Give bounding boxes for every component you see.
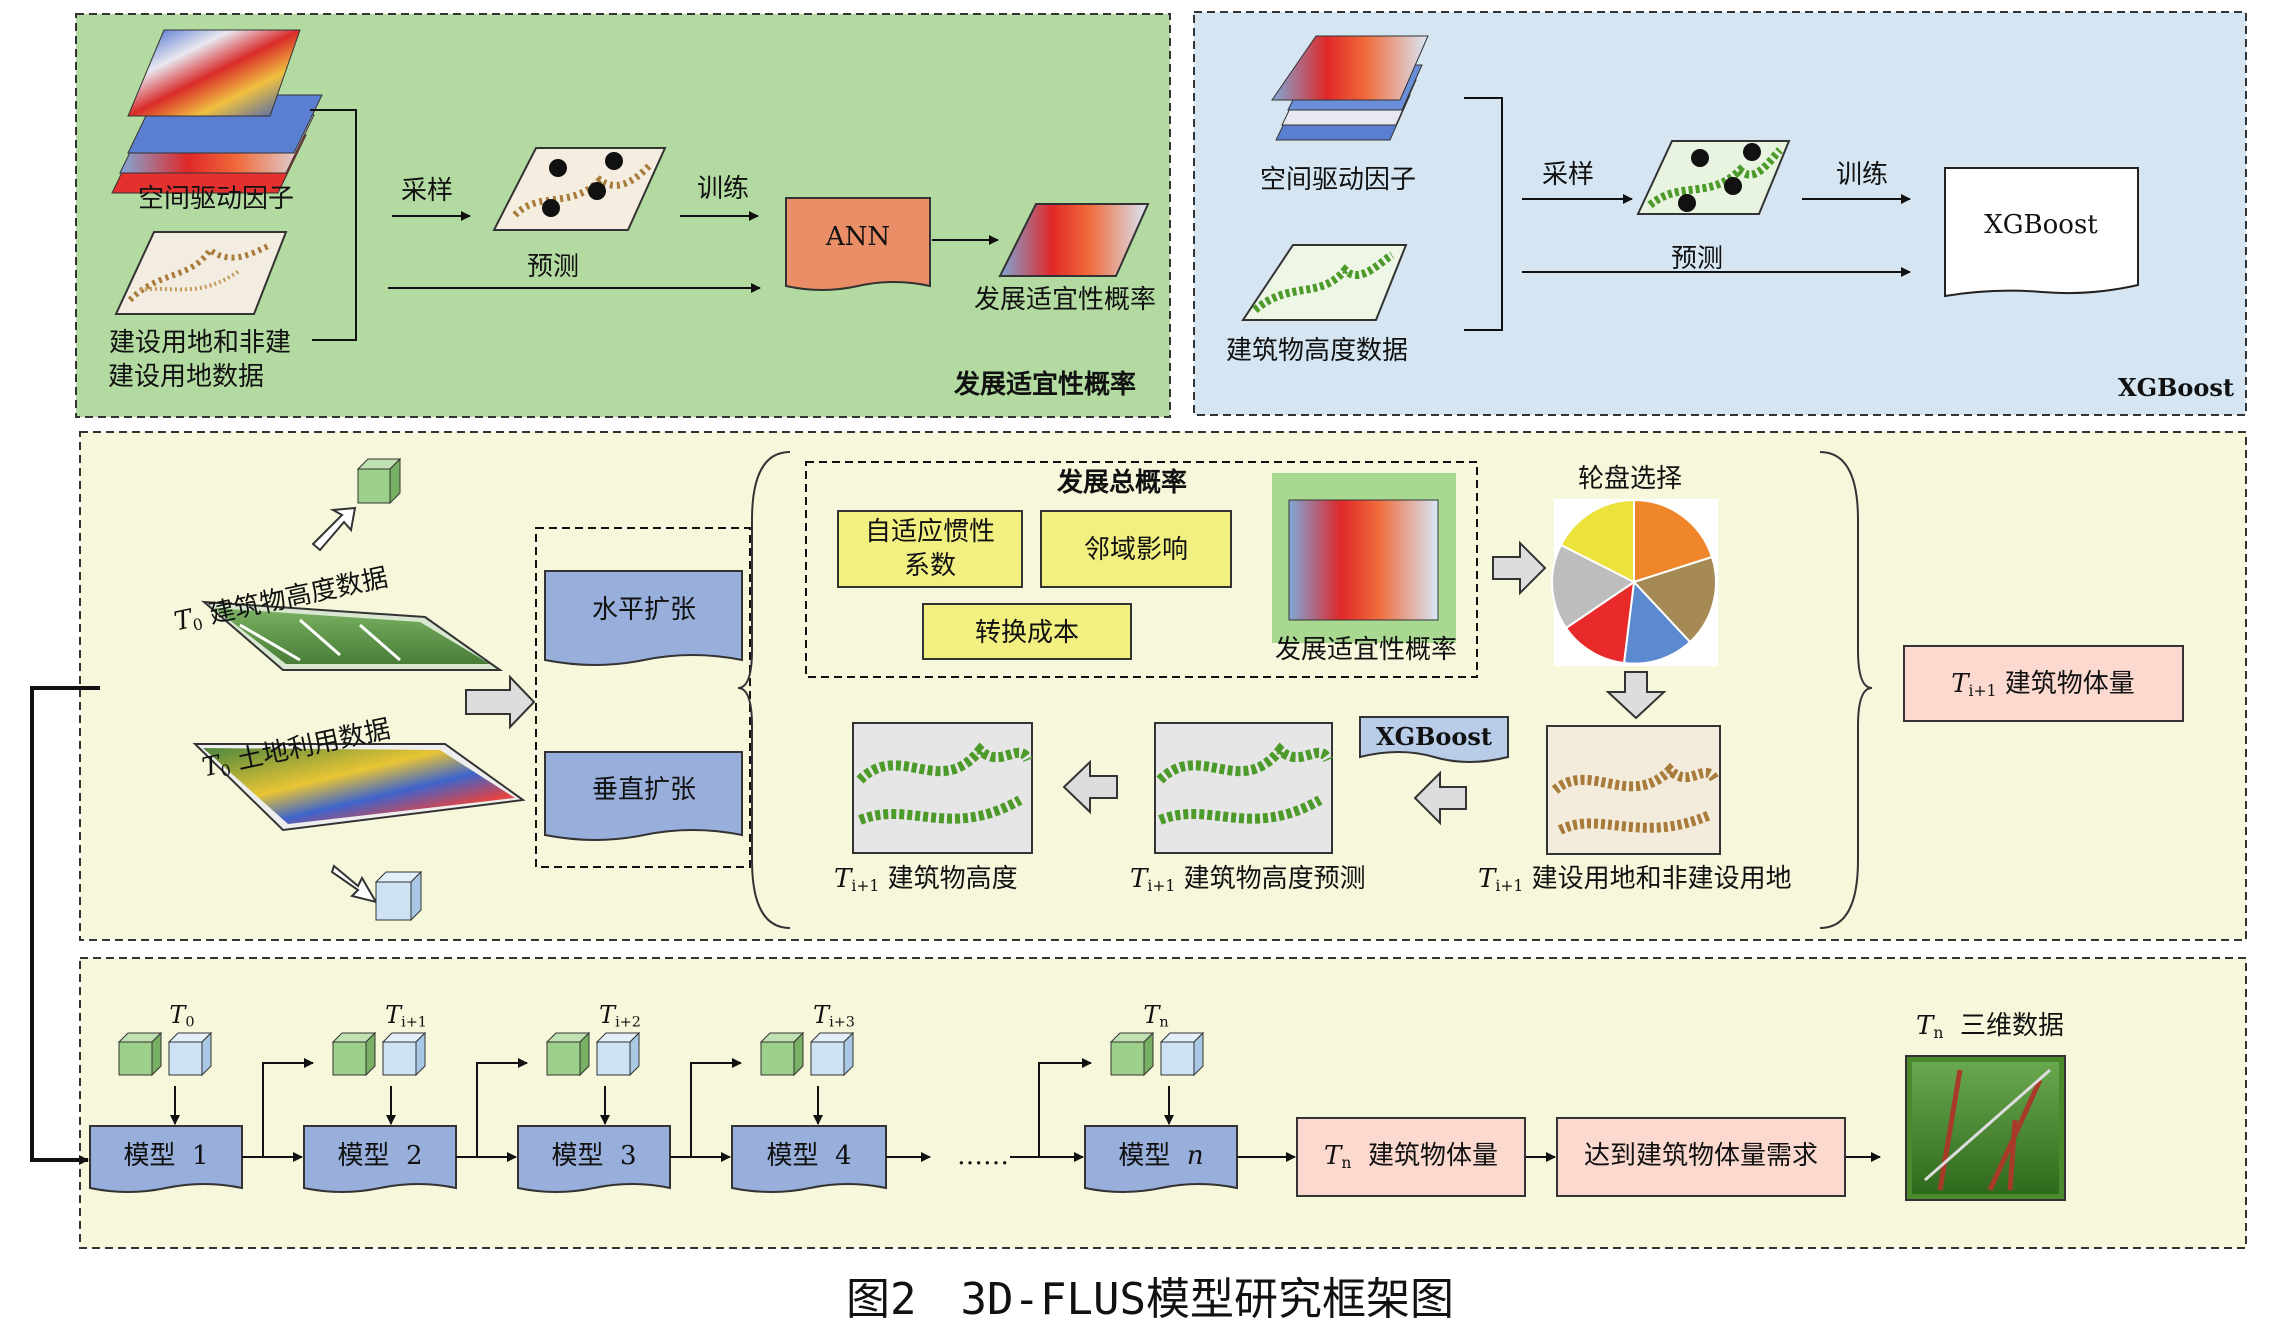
t1-landuse-label: Ti+1 建设用地和非建设用地 [1478, 864, 1792, 895]
p2-driver-label: 空间驱动因子 [1259, 165, 1417, 195]
cube-blue-2 [595, 1031, 641, 1077]
horizontal-expansion-box [544, 570, 743, 666]
cube-green-4 [1109, 1031, 1155, 1077]
cube-green-top [356, 457, 402, 505]
xgboost-model-label: XGBoost [1984, 210, 2098, 240]
tn-volume-box [1296, 1117, 1526, 1197]
roulette-label: 轮盘选择 [1577, 464, 1683, 494]
model-n-label: 模型 n [1118, 1141, 1204, 1171]
p2-panel-title: XGBoost [2118, 373, 2235, 402]
cube-blue-4 [1159, 1031, 1205, 1077]
p2-predict-label: 预测 [1670, 244, 1724, 274]
step-t3-label: Ti+3 [813, 1001, 855, 1031]
p1-driver-label: 空间驱动因子 [137, 184, 295, 214]
vertical-expansion-label: 垂直扩张 [591, 775, 697, 805]
cube-green-0 [117, 1031, 163, 1077]
vertical-expansion-box [544, 751, 743, 841]
tn-volume-label: Tn 建筑物体量 [1324, 1141, 1498, 1172]
p2-sample-label: 采样 [1541, 160, 1595, 190]
conversion-cost-box [922, 603, 1132, 660]
driver-layers-stack-2 [1271, 35, 1429, 141]
adaptive-inertia-box [837, 510, 1023, 588]
step-t0-label: T0 [169, 1001, 195, 1031]
p1-sample-label: 采样 [400, 176, 454, 206]
suitability-label: 发展适宜性概率 [1274, 635, 1458, 665]
p1-predict-label: 预测 [526, 252, 580, 282]
p1-output-label: 发展适宜性概率 [973, 285, 1157, 315]
t1-volume-label: Ti+1 建筑物体量 [1951, 669, 2135, 700]
adaptive-inertia-line2: 系数 [903, 551, 957, 581]
xgboost-tag-label: XGBoost [1375, 722, 1493, 751]
p1-panel-title: 发展适宜性概率 [954, 370, 1137, 400]
horizontal-expansion-label: 水平扩张 [591, 595, 697, 625]
driver-layers-stack [111, 29, 323, 194]
cube-green-2 [545, 1031, 591, 1077]
model-1-box [89, 1125, 243, 1193]
total-probability-title: 发展总概率 [1056, 468, 1188, 498]
p2-train-label: 训练 [1835, 160, 1889, 190]
tn-3d-label: Tn 三维数据 [1916, 1011, 2064, 1042]
model-3-label: 模型 3 [551, 1141, 637, 1171]
p2-height-label: 建筑物高度数据 [1225, 336, 1409, 366]
model-4-label: 模型 4 [766, 1141, 852, 1171]
figure-caption: 图2 3D-FLUS模型研究框架图 [846, 1274, 1454, 1325]
cube-blue-0 [167, 1031, 213, 1077]
t1-height-map [852, 722, 1033, 854]
model-2-label: 模型 2 [337, 1141, 423, 1171]
ann-model-box [785, 197, 931, 291]
model-3-box [517, 1125, 671, 1193]
suitability-map-thumb [998, 203, 1150, 277]
p1-landuse-label-line1: 建设用地和非建 [108, 328, 292, 358]
step-t2-label: Ti+2 [599, 1001, 641, 1031]
cube-blue-bottom [374, 870, 423, 922]
ellipsis: …… [957, 1141, 1009, 1171]
t1-landuse-map [1546, 725, 1721, 855]
t1-height-pred-map [1154, 722, 1333, 854]
sample-map-thumb [492, 147, 667, 231]
landuse-map-thumb [114, 231, 288, 315]
cube-green-3 [759, 1031, 805, 1077]
model-n-box [1084, 1125, 1238, 1193]
t1-height-label: Ti+1 建筑物高度 [834, 864, 1018, 895]
t1-volume-box [1903, 645, 2184, 722]
iteration-panel [79, 957, 2247, 1249]
xgboost-tag [1359, 716, 1509, 763]
xgboost-model-box [1944, 167, 2139, 298]
demand-label: 达到建筑物体量需求 [1583, 1141, 1819, 1171]
step-tn-label: Tn [1143, 1001, 1169, 1031]
neighborhood-label: 邻域影响 [1083, 535, 1189, 565]
model-1-label: 模型 1 [123, 1141, 209, 1171]
neighborhood-box [1040, 510, 1232, 588]
building-height-thumb [1241, 244, 1408, 321]
timestep-cubes [117, 1031, 1205, 1077]
step-t1-label: Ti+1 [385, 1001, 427, 1031]
p1-landuse-label-line2: 建设用地数据 [107, 362, 265, 392]
ann-label: ANN [825, 222, 891, 252]
cube-blue-3 [809, 1031, 855, 1077]
adaptive-inertia-line1: 自适应惯性 [864, 517, 996, 547]
model-2-box [303, 1125, 457, 1193]
model-4-box [731, 1125, 887, 1193]
suitability-map [1288, 499, 1439, 621]
cube-blue-1 [381, 1031, 427, 1077]
cube-green-1 [331, 1031, 377, 1077]
roulette-pie [1551, 498, 1717, 665]
demand-box [1556, 1117, 1846, 1197]
conversion-cost-label: 转换成本 [974, 618, 1080, 648]
p1-train-label: 训练 [696, 174, 750, 204]
t1-height-pred-label: Ti+1 建筑物高度预测 [1130, 864, 1366, 895]
